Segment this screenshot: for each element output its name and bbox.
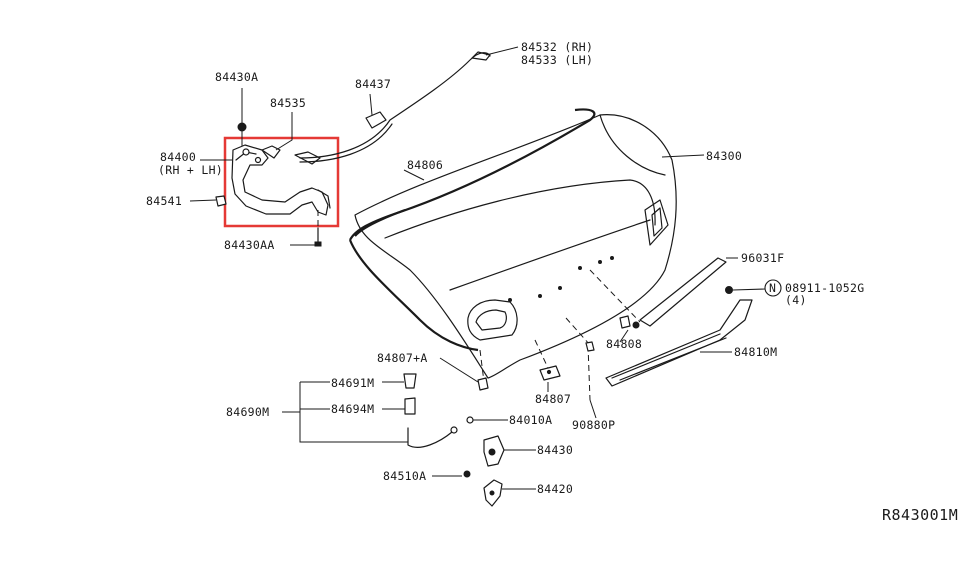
label-84400: 84400: [160, 150, 196, 164]
part-84691M[interactable]: [382, 373, 417, 389]
label-84694M: 84694M: [331, 402, 374, 416]
weatherstrip-84806[interactable]: [348, 108, 596, 352]
clip-84541[interactable]: [215, 195, 227, 207]
label-84300: 84300: [706, 149, 742, 163]
dash-line: [589, 269, 641, 323]
label-84437: 84437: [355, 77, 391, 91]
leader-lines: [189, 46, 766, 419]
label-84430: 84430: [537, 443, 573, 457]
label-84010A: 84010A: [509, 413, 552, 427]
bolt-84430A[interactable]: [237, 88, 247, 146]
part-84694M[interactable]: [382, 397, 416, 415]
label-84510A: 84510A: [383, 469, 426, 483]
label-08911-1052G: 08911-1052G: [785, 281, 864, 295]
reference-code: R843001M: [882, 506, 958, 524]
latch-84430[interactable]: [483, 435, 536, 467]
label-84541: 84541: [146, 194, 182, 208]
label-84806: 84806: [407, 158, 443, 172]
cable-84690M[interactable]: [407, 426, 458, 448]
link-84535[interactable]: [261, 112, 293, 159]
nut-08911-1052G[interactable]: [725, 279, 782, 297]
label-96031F: 96031F: [741, 251, 784, 265]
striker-84420[interactable]: [483, 479, 536, 507]
dash-line: [587, 344, 591, 401]
label-84807A: 84807+A: [377, 351, 428, 365]
label-84810M: 84810M: [734, 345, 777, 359]
nut-symbol: N: [769, 281, 776, 295]
hinge-84400[interactable]: [231, 144, 331, 216]
label-08911-qty: (4): [785, 293, 807, 307]
label-84420: 84420: [537, 482, 573, 496]
bracket-84690M: [282, 381, 408, 443]
bumper-84807A[interactable]: [477, 377, 489, 391]
label-90880P: 90880P: [572, 418, 615, 432]
label-84533: 84533 (LH): [521, 53, 593, 67]
label-84808: 84808: [606, 337, 642, 351]
dash-line: [534, 339, 549, 369]
label-84430AA: 84430AA: [224, 238, 275, 252]
finisher-84810M[interactable]: [605, 299, 753, 387]
bolt-84430AA[interactable]: [314, 210, 322, 247]
label-84532: 84532 (RH): [521, 40, 593, 54]
cover-96031F[interactable]: [639, 257, 727, 327]
highlight-box-84400: [223, 136, 340, 228]
torsion-rod-84532[interactable]: [294, 51, 491, 165]
bumper-84807[interactable]: [539, 365, 561, 381]
clip-84437[interactable]: [365, 93, 387, 129]
label-84430A: 84430A: [215, 70, 258, 84]
label-84400-sub: (RH + LH): [158, 163, 223, 177]
label-84535: 84535: [270, 96, 306, 110]
label-84690M: 84690M: [226, 405, 269, 419]
trunk-lid-84300[interactable]: [354, 114, 677, 379]
bolt-84510A[interactable]: [432, 470, 471, 478]
dash-line: [479, 349, 485, 383]
dash-line: [565, 317, 591, 346]
plug-90880P[interactable]: [585, 341, 595, 352]
bumper-84808[interactable]: [619, 315, 640, 329]
label-84807: 84807: [535, 392, 571, 406]
part-84010A[interactable]: [466, 416, 508, 424]
label-84691M: 84691M: [331, 376, 374, 390]
